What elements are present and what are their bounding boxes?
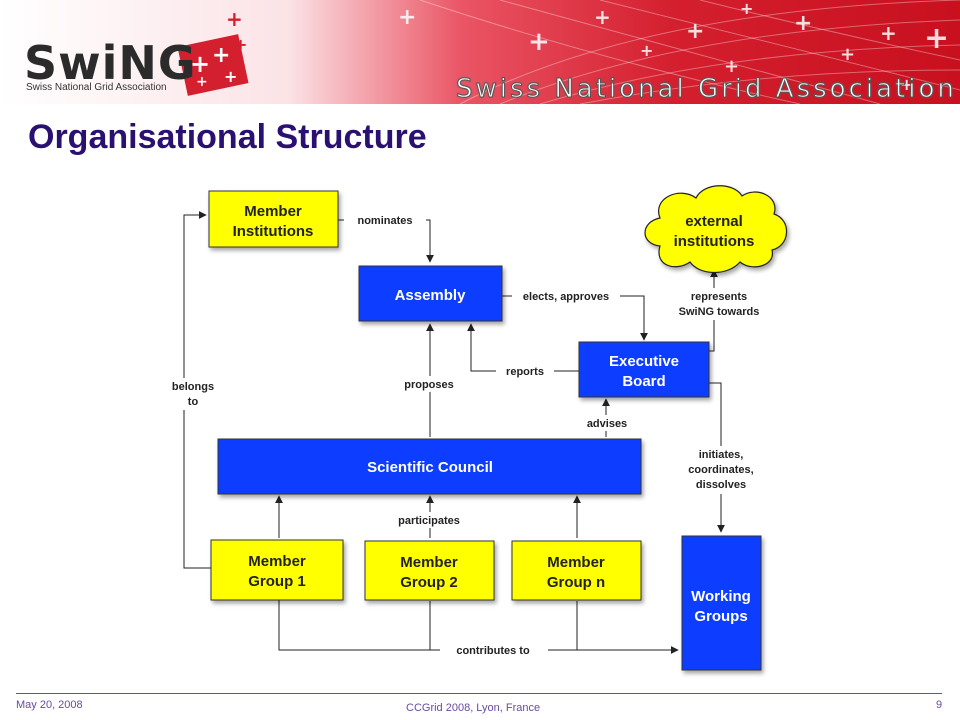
edge-label-elects-approves: elects, approves — [523, 291, 609, 303]
svg-text:+: + — [880, 21, 897, 45]
node-executive-board — [578, 341, 710, 398]
svg-text:+: + — [212, 43, 230, 68]
footer-event: CCGrid 2008, Lyon, France — [406, 702, 541, 714]
logo-wordmark: SwiNG — [24, 36, 197, 90]
edge-label-proposes: proposes — [404, 379, 454, 391]
edge-label-contributes-to: contributes to — [456, 645, 530, 657]
svg-text:+: + — [226, 7, 243, 31]
svg-text:+: + — [900, 75, 913, 94]
edge-label-reports: reports — [506, 366, 544, 378]
svg-text:+: + — [794, 11, 812, 36]
svg-text:+: + — [686, 19, 704, 44]
edge-label-initiates: initiates,coordinates,dissolves — [688, 449, 753, 491]
logo-cross-icon: + + + + + + — [177, 7, 249, 96]
svg-text:+: + — [528, 27, 550, 57]
label-scientific-council: Scientific Council — [367, 459, 493, 476]
footer-divider — [16, 693, 942, 694]
node-assembly — [358, 265, 503, 322]
svg-text:+: + — [640, 41, 653, 60]
node-working-groups — [681, 535, 762, 671]
node-member-group-2 — [364, 540, 495, 601]
edge-label-advises: advises — [587, 418, 627, 430]
slide-title: Organisational Structure — [28, 118, 427, 156]
node-external-institutions — [644, 185, 788, 274]
node-member-institutions — [208, 190, 339, 248]
label-assembly: Assembly — [395, 287, 467, 304]
svg-text:+: + — [594, 5, 611, 29]
footer-page-number: 9 — [936, 699, 943, 711]
banner-tagline: Swiss National Grid Association — [456, 74, 957, 105]
svg-text:+: + — [196, 74, 208, 90]
edge-label-nominates: nominates — [357, 215, 412, 227]
svg-text:+: + — [840, 44, 855, 65]
svg-text:+: + — [224, 67, 237, 86]
edge-label-participates: participates — [398, 515, 460, 527]
node-scientific-council — [217, 438, 642, 495]
header-banner: + + + + + + + + + + + + + + + + + + SwiN… — [0, 0, 960, 104]
svg-text:+: + — [924, 21, 949, 56]
svg-text:+: + — [190, 50, 210, 78]
svg-text:+: + — [724, 56, 739, 77]
banner-background: + + + + + + + + + + + + + + + + + + — [0, 0, 960, 104]
svg-text:+: + — [234, 35, 247, 54]
svg-text:+: + — [398, 5, 416, 30]
logo-subtitle: Swiss National Grid Association — [26, 82, 167, 93]
svg-text:+: + — [740, 0, 753, 18]
node-member-group-n — [511, 540, 642, 601]
footer-date: May 20, 2008 — [16, 699, 83, 711]
node-member-group-1 — [210, 539, 344, 601]
